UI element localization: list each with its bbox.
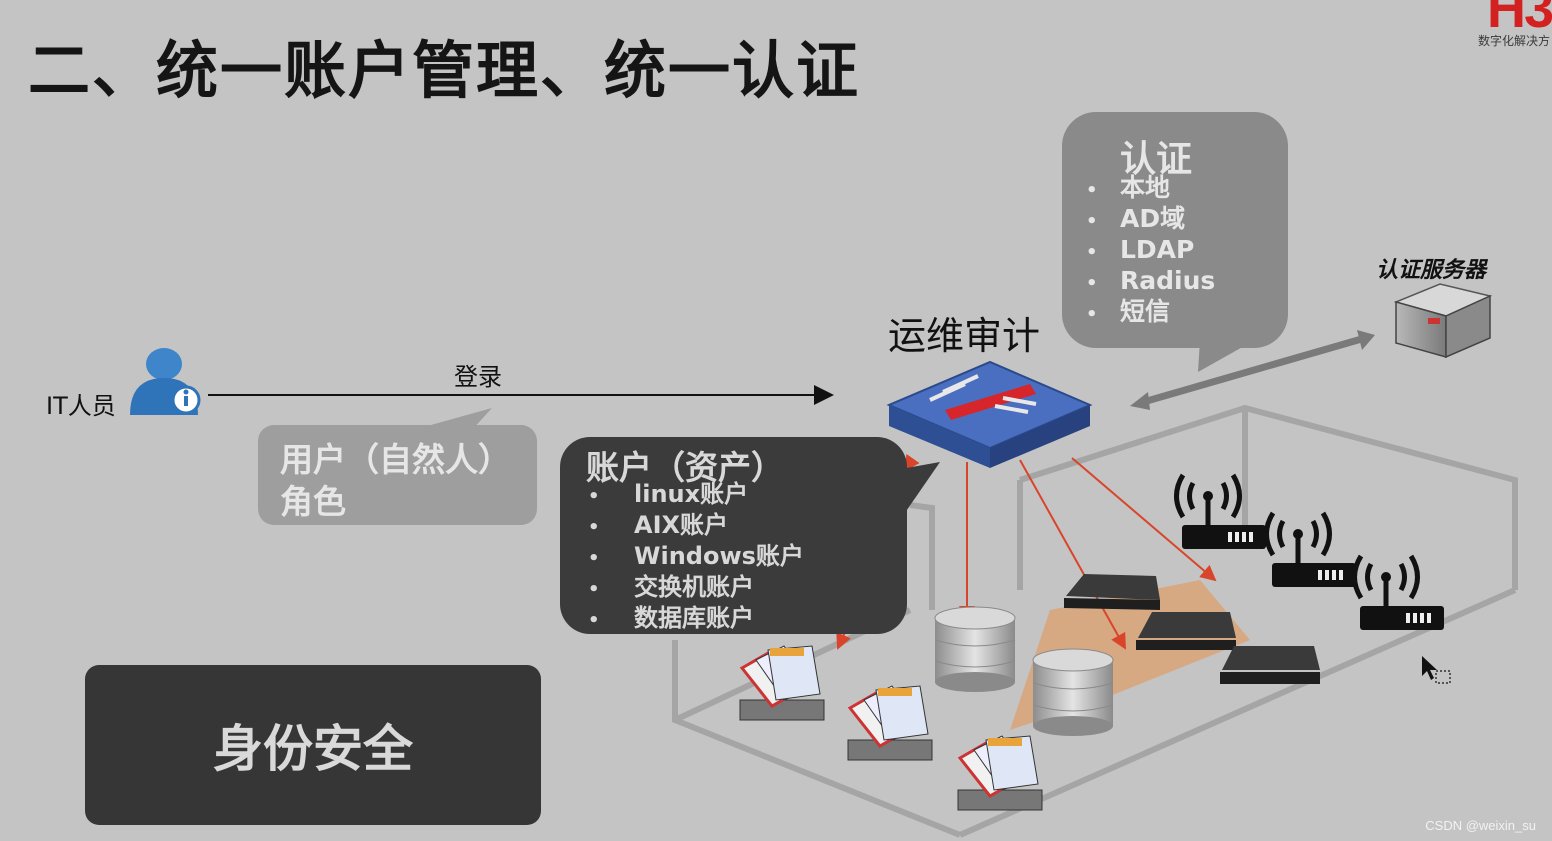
- document-stack-icon: [847, 685, 933, 761]
- distribution-arrows: [836, 453, 1217, 650]
- user-role-bubble: 用户（自然人） 角色: [258, 425, 537, 525]
- room-outline: [672, 404, 1518, 838]
- wifi-router-icon: [1264, 511, 1356, 587]
- switch-device-icon: [1136, 612, 1236, 650]
- bullet-icon: •: [1086, 211, 1098, 232]
- bullet-icon: •: [588, 579, 600, 600]
- user-role-line1: 用户（自然人）: [280, 440, 511, 479]
- database-icon: [1032, 648, 1114, 736]
- list-item: • 短信: [1086, 296, 1215, 327]
- h3c-logo: H3: [1486, 0, 1552, 39]
- list-item: • 交换机账户: [588, 572, 804, 603]
- accounts-heading: 账户（资产）: [586, 448, 784, 487]
- list-item: • Windows账户: [588, 541, 804, 572]
- ops-audit-label: 运维审计: [888, 314, 1041, 358]
- account-type-label: AIX账户: [634, 511, 729, 539]
- wifi-router-icon: [1352, 554, 1444, 630]
- auth-methods-list: • 本地 • AD域 • LDAP • Radius • 短信: [1086, 172, 1215, 327]
- user-role-line2: 角色: [280, 482, 346, 521]
- identity-security-card: 身份安全: [85, 665, 541, 825]
- mouse-cursor-icon: [1422, 656, 1451, 684]
- switch-device-icon: [1064, 574, 1160, 610]
- list-item: • AD域: [1086, 203, 1215, 234]
- list-item: • 本地: [1086, 172, 1215, 203]
- account-type-label: 交换机账户: [634, 573, 754, 601]
- auth-heading: 认证: [1120, 139, 1193, 180]
- auth-server-label: 认证服务器: [1376, 258, 1487, 283]
- list-item: • AIX账户: [588, 510, 804, 541]
- bullet-icon: •: [588, 486, 600, 507]
- firewall-device-icon: [886, 360, 1093, 468]
- auth-method-label: AD域: [1120, 204, 1186, 233]
- auth-link-arrow: [1130, 330, 1375, 410]
- slide-title: 二、统一账户管理、统一认证: [28, 34, 861, 107]
- list-item: • linux账户: [588, 479, 804, 510]
- list-item: • LDAP: [1086, 234, 1215, 265]
- login-label: 登录: [454, 363, 502, 391]
- auth-method-label: Radius: [1120, 266, 1216, 295]
- bullet-icon: •: [1086, 304, 1098, 325]
- auth-method-label: 短信: [1120, 297, 1171, 326]
- database-icon: [934, 606, 1016, 692]
- accounts-bubble: 账户（资产） • linux账户 • AIX账户 • Windows账户 • 交换机账户…: [560, 437, 907, 634]
- list-item: • Radius: [1086, 265, 1215, 296]
- person-info-icon: [130, 348, 201, 415]
- bullet-icon: •: [1086, 242, 1098, 263]
- account-type-label: 数据库账户: [634, 604, 754, 632]
- watermark: CSDN @weixin_su: [1425, 818, 1536, 833]
- bullet-icon: •: [588, 517, 600, 538]
- list-item: • 数据库账户: [588, 603, 804, 634]
- account-type-label: Windows账户: [634, 542, 804, 570]
- auth-method-label: LDAP: [1120, 235, 1195, 264]
- auth-bubble-tail: [1198, 340, 1255, 372]
- logo-subtitle: 数字化解决方: [1477, 34, 1550, 48]
- document-stack-icon: [739, 645, 825, 721]
- bullet-icon: •: [1086, 180, 1098, 201]
- wifi-router-icon: [1174, 473, 1266, 549]
- document-stack-icon: [957, 735, 1043, 811]
- account-type-label: linux账户: [634, 480, 749, 508]
- bullet-icon: •: [588, 548, 600, 569]
- server-box-icon: [1393, 283, 1493, 359]
- switch-device-icon: [1220, 646, 1320, 684]
- auth-method-label: 本地: [1120, 173, 1171, 202]
- bullet-icon: •: [588, 610, 600, 631]
- bullet-icon: •: [1086, 273, 1098, 294]
- accounts-list: • linux账户 • AIX账户 • Windows账户 • 交换机账户 • 数据库账户: [588, 479, 804, 634]
- auth-methods-bubble: 认证 • 本地 • AD域 • LDAP • Radius • 短信: [1062, 112, 1288, 348]
- it-staff-label: IT人员: [46, 392, 116, 420]
